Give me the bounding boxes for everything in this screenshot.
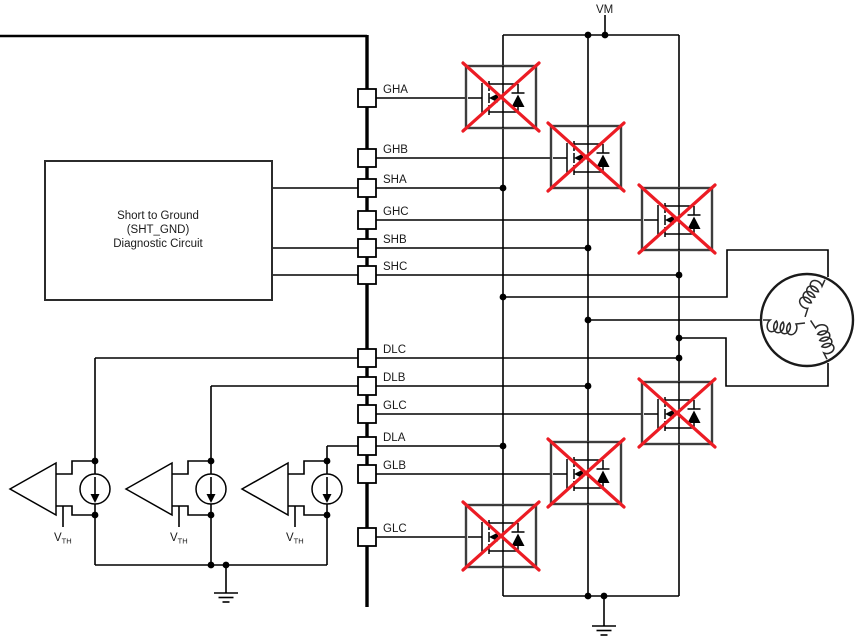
- pin-label-dlb: DLB: [383, 372, 406, 384]
- mosfet-high-side-b-crossed: [546, 121, 626, 193]
- mosfet-low-side-a-crossed: [461, 500, 541, 572]
- pin-shc: [357, 265, 377, 285]
- junction-dots: [207, 31, 683, 600]
- junction-dot: [584, 31, 592, 39]
- diagnostic-box-line3: Diagnostic Circuit: [113, 238, 203, 250]
- junction-dot: [499, 293, 507, 301]
- junction-dot: [499, 184, 507, 192]
- pin-label-glc: GLC: [383, 400, 407, 412]
- motor-coil-a: [798, 279, 826, 318]
- junction-dot: [584, 382, 592, 390]
- junction-dot: [675, 334, 683, 342]
- mosfet-low-side-b-crossed: [546, 437, 626, 509]
- phase-c-motor-wire: [679, 337, 829, 387]
- pin-label-ghb: GHB: [383, 144, 408, 156]
- pin-gla: [357, 527, 377, 547]
- pin-glb: [357, 464, 377, 484]
- vth-label: VTH: [286, 532, 304, 546]
- junction-dot: [675, 354, 683, 362]
- pin-label-gha: GHA: [383, 84, 408, 96]
- pin-dla: [357, 436, 377, 456]
- pin-labels: GHA GHB SHA GHC SHB SHC DLC DLB GLC DLA …: [383, 84, 409, 535]
- pin-label-ghc: GHC: [383, 206, 409, 218]
- pin-terminals: [357, 88, 377, 547]
- pin-ghc: [357, 210, 377, 230]
- pin-label-glb: GLB: [383, 460, 406, 472]
- junction-dot: [600, 592, 608, 600]
- pin-dlb: [357, 376, 377, 396]
- junction-dot: [584, 316, 592, 324]
- pin-sha: [357, 178, 377, 198]
- vm-label: VM: [596, 4, 613, 16]
- diagnostic-box: [44, 160, 273, 301]
- diagnostic-box-line1: Short to Ground: [117, 210, 199, 222]
- pin-ghb: [357, 148, 377, 168]
- agnd-ground-icon: [213, 591, 239, 603]
- pin-shb: [357, 238, 377, 258]
- pin-label-dla: DLA: [383, 432, 406, 444]
- pin-label-dlc: DLC: [383, 344, 406, 356]
- vth-label: VTH: [54, 532, 72, 546]
- junction-dot: [601, 31, 609, 39]
- pgnd-ground-icon: [591, 624, 617, 636]
- pin-gha: [357, 88, 377, 108]
- phase-a-motor-wire: [503, 249, 829, 298]
- three-phase-motor-icon: [759, 272, 855, 368]
- motor-coil-b: [763, 319, 806, 336]
- junction-dot: [584, 244, 592, 252]
- pin-label-shc: SHC: [383, 261, 407, 273]
- mosfet-high-side-a-crossed: [461, 61, 541, 133]
- junction-dot: [207, 561, 215, 569]
- pin-label-sha: SHA: [383, 174, 407, 186]
- pin-dlc: [357, 348, 377, 368]
- motor-coil-c: [809, 320, 835, 360]
- pin-label-gla: GLC: [383, 523, 407, 535]
- junction-dot: [222, 561, 230, 569]
- pin-glc: [357, 404, 377, 424]
- mosfet-high-side-c-crossed: [637, 183, 717, 255]
- mosfet-low-side-c-crossed: [637, 377, 717, 449]
- junction-dot: [675, 271, 683, 279]
- junction-dot: [584, 592, 592, 600]
- diagnostic-box-line2: (SHT_GND): [127, 224, 190, 236]
- pin-label-shb: SHB: [383, 234, 407, 246]
- vth-label: VTH: [170, 532, 188, 546]
- junction-dot: [499, 442, 507, 450]
